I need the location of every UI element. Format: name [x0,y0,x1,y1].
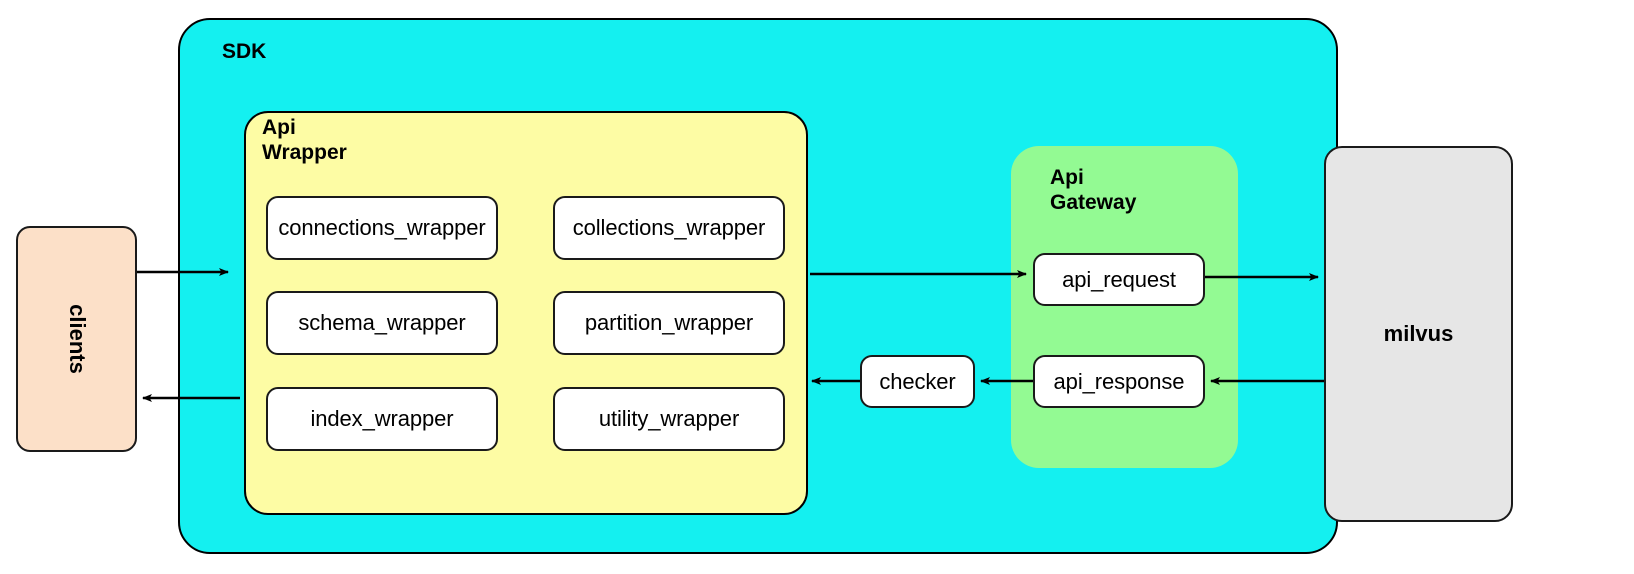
node-collections-wrapper[interactable]: collections_wrapper [553,196,785,260]
milvus-label: milvus [1383,321,1454,346]
clients-box[interactable]: clients [16,226,137,452]
node-label: checker [879,368,956,394]
node-label: connections_wrapper [278,215,486,240]
api-gateway-container[interactable] [1011,146,1238,468]
clients-label: clients [64,304,90,374]
node-label: collections_wrapper [572,215,766,240]
node-label: partition_wrapper [584,310,754,335]
node-label: index_wrapper [310,406,454,431]
node-label: utility_wrapper [598,406,740,431]
node-label: schema_wrapper [298,310,466,335]
node-label: api_request [1062,266,1176,292]
node-partition-wrapper[interactable]: partition_wrapper [553,291,785,355]
node-api-request[interactable]: api_request [1033,253,1205,306]
node-index-wrapper[interactable]: index_wrapper [266,387,498,451]
node-checker[interactable]: checker [860,355,975,408]
milvus-box[interactable]: milvus [1324,146,1513,522]
node-connections-wrapper[interactable]: connections_wrapper [266,196,498,260]
node-utility-wrapper[interactable]: utility_wrapper [553,387,785,451]
node-schema-wrapper[interactable]: schema_wrapper [266,291,498,355]
node-label: api_response [1053,368,1185,394]
node-api-response[interactable]: api_response [1033,355,1205,408]
